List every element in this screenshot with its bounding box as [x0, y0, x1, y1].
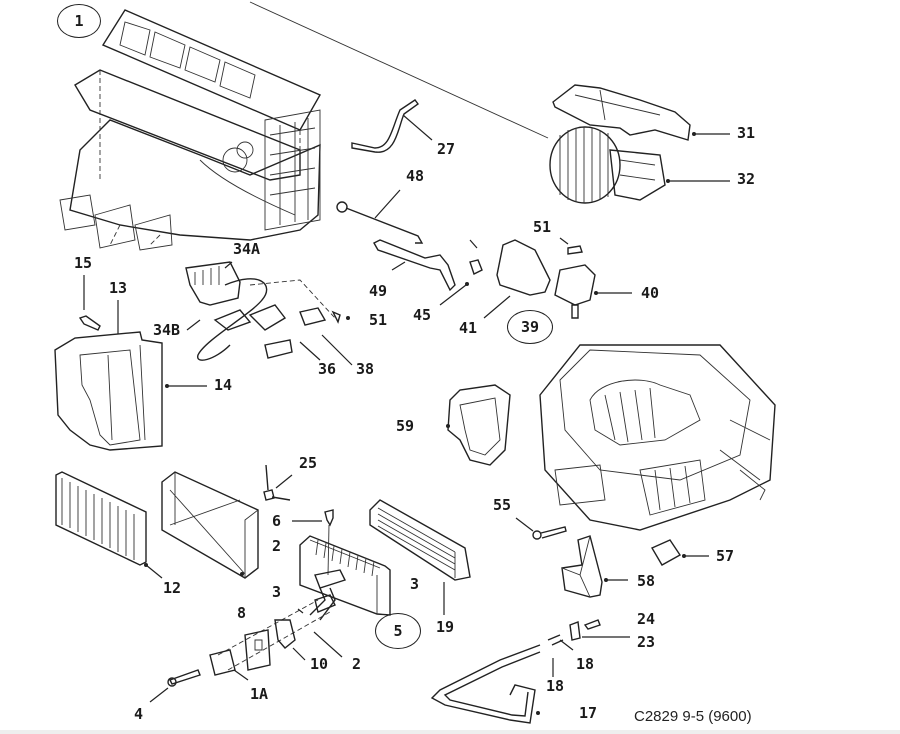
clip-45 — [439, 259, 483, 306]
callout-19: 19 — [436, 618, 455, 636]
callout-4: 4 — [134, 705, 144, 723]
bracket-41 — [483, 239, 551, 319]
callout-40: 40 — [641, 284, 660, 302]
callout-41: 41 — [459, 319, 478, 337]
callout-12: 12 — [163, 579, 182, 597]
screw-15 — [78, 275, 101, 331]
lever-49 — [373, 239, 456, 292]
callout-31: 31 — [737, 124, 756, 142]
callout-8: 8 — [237, 604, 247, 622]
duct-58 — [561, 535, 603, 598]
screw-51-upper — [559, 237, 583, 255]
heater-housing-lower — [539, 344, 776, 531]
footer-strip — [0, 730, 900, 734]
callout-10: 10 — [310, 655, 329, 673]
callout-2-lower: 2 — [352, 655, 362, 673]
pad-57 — [650, 539, 682, 566]
callout-27: 27 — [437, 140, 456, 158]
control-cable — [336, 189, 424, 244]
callout-49: 49 — [369, 282, 388, 300]
callout-51-upper: 51 — [533, 218, 552, 236]
gasket-59 — [446, 384, 511, 466]
bolt-55 — [515, 517, 567, 540]
callout-6: 6 — [272, 512, 282, 530]
callout-51-lower: 51 — [369, 311, 388, 329]
heater-core-19 — [369, 499, 471, 581]
actuator-40 — [554, 264, 632, 319]
diagram-caption: C2829 9-5 (9600) — [634, 708, 752, 725]
callout-23: 23 — [637, 633, 656, 651]
callout-18-lower: 18 — [546, 677, 565, 695]
callout-55: 55 — [493, 496, 512, 514]
callout-34a: 34A — [233, 240, 261, 258]
callout-14: 14 — [214, 376, 233, 394]
callout-2-upper: 2 — [272, 537, 282, 555]
callout-18-upper: 18 — [576, 655, 595, 673]
callout-3-left: 3 — [272, 583, 282, 601]
clamp-23 — [569, 619, 630, 641]
blower-assembly — [549, 84, 691, 204]
callout-57: 57 — [716, 547, 735, 565]
callout-38: 38 — [356, 360, 375, 378]
callout-17: 17 — [579, 704, 598, 722]
callout-36: 36 — [318, 360, 337, 378]
callout-34b: 34B — [153, 321, 181, 339]
evaporator-5 — [299, 535, 391, 621]
callout-48: 48 — [406, 167, 425, 185]
sensor-25 — [263, 464, 293, 501]
heater-housing-upper — [59, 9, 321, 251]
callout-32: 32 — [737, 170, 756, 188]
filter-frame — [161, 471, 259, 579]
screw-51-lower — [331, 310, 341, 324]
blower-resistor-harness — [185, 261, 336, 361]
guide-line — [249, 1, 549, 139]
callout-59: 59 — [396, 417, 415, 435]
callout-24: 24 — [637, 610, 656, 628]
heater-pipes-17 — [430, 634, 564, 724]
callout-15: 15 — [74, 254, 93, 272]
callout-13: 13 — [109, 279, 128, 297]
valve-6 — [292, 509, 334, 576]
group-label-5: 5 — [375, 613, 421, 649]
callout-3-right: 3 — [410, 575, 420, 593]
callout-45: 45 — [413, 306, 432, 324]
callout-25: 25 — [299, 454, 318, 472]
drain-hose — [351, 99, 419, 153]
cover-14 — [54, 331, 163, 451]
group-label-39: 39 — [507, 310, 553, 344]
group-label-1: 1 — [57, 4, 101, 38]
callout-58: 58 — [637, 572, 656, 590]
callout-1a: 1A — [250, 685, 269, 703]
pollen-filter-12 — [55, 471, 147, 566]
